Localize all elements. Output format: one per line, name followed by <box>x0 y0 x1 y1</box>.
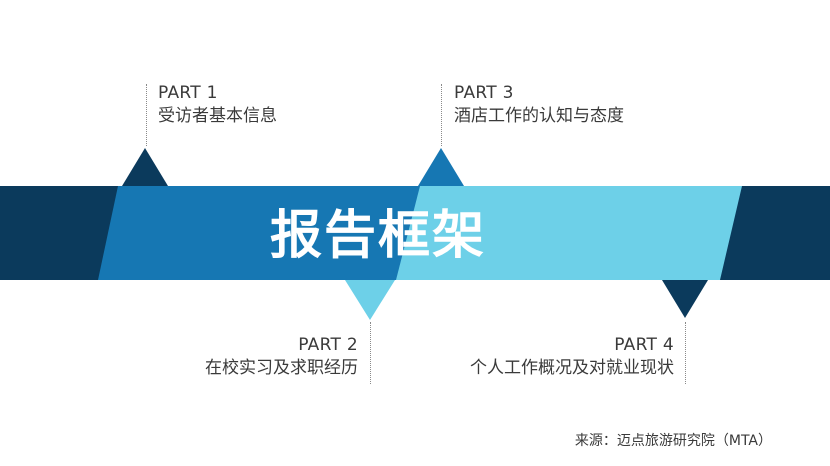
page-title: 报告框架 <box>270 206 487 266</box>
part2-connector <box>370 322 371 384</box>
part4-desc: 个人工作概况及对就业现状 <box>470 358 674 378</box>
part4-label: PART 4 <box>614 335 674 355</box>
part3-marker <box>418 148 464 186</box>
band-medium-blue <box>98 186 470 280</box>
part3-block: PART 3 酒店工作的认知与态度 <box>454 82 624 128</box>
part3-desc: 酒店工作的认知与态度 <box>454 106 624 126</box>
part1-label: PART 1 <box>158 83 218 103</box>
part4-block: PART 4 个人工作概况及对就业现状 <box>470 334 674 380</box>
part3-connector <box>441 84 442 146</box>
band-light-blue <box>396 186 742 280</box>
part4-marker <box>662 280 708 318</box>
part2-label: PART 2 <box>298 335 358 355</box>
part2-block: PART 2 在校实习及求职经历 <box>205 334 358 380</box>
source-note: 来源：迈点旅游研究院（MTA） <box>574 433 772 449</box>
part3-label: PART 3 <box>454 83 514 103</box>
part2-marker <box>345 280 395 320</box>
part1-desc: 受访者基本信息 <box>158 106 277 126</box>
part4-connector <box>685 322 686 384</box>
part1-marker <box>122 148 168 186</box>
part1-block: PART 1 受访者基本信息 <box>158 82 277 128</box>
part2-desc: 在校实习及求职经历 <box>205 358 358 378</box>
part1-connector <box>146 84 147 146</box>
